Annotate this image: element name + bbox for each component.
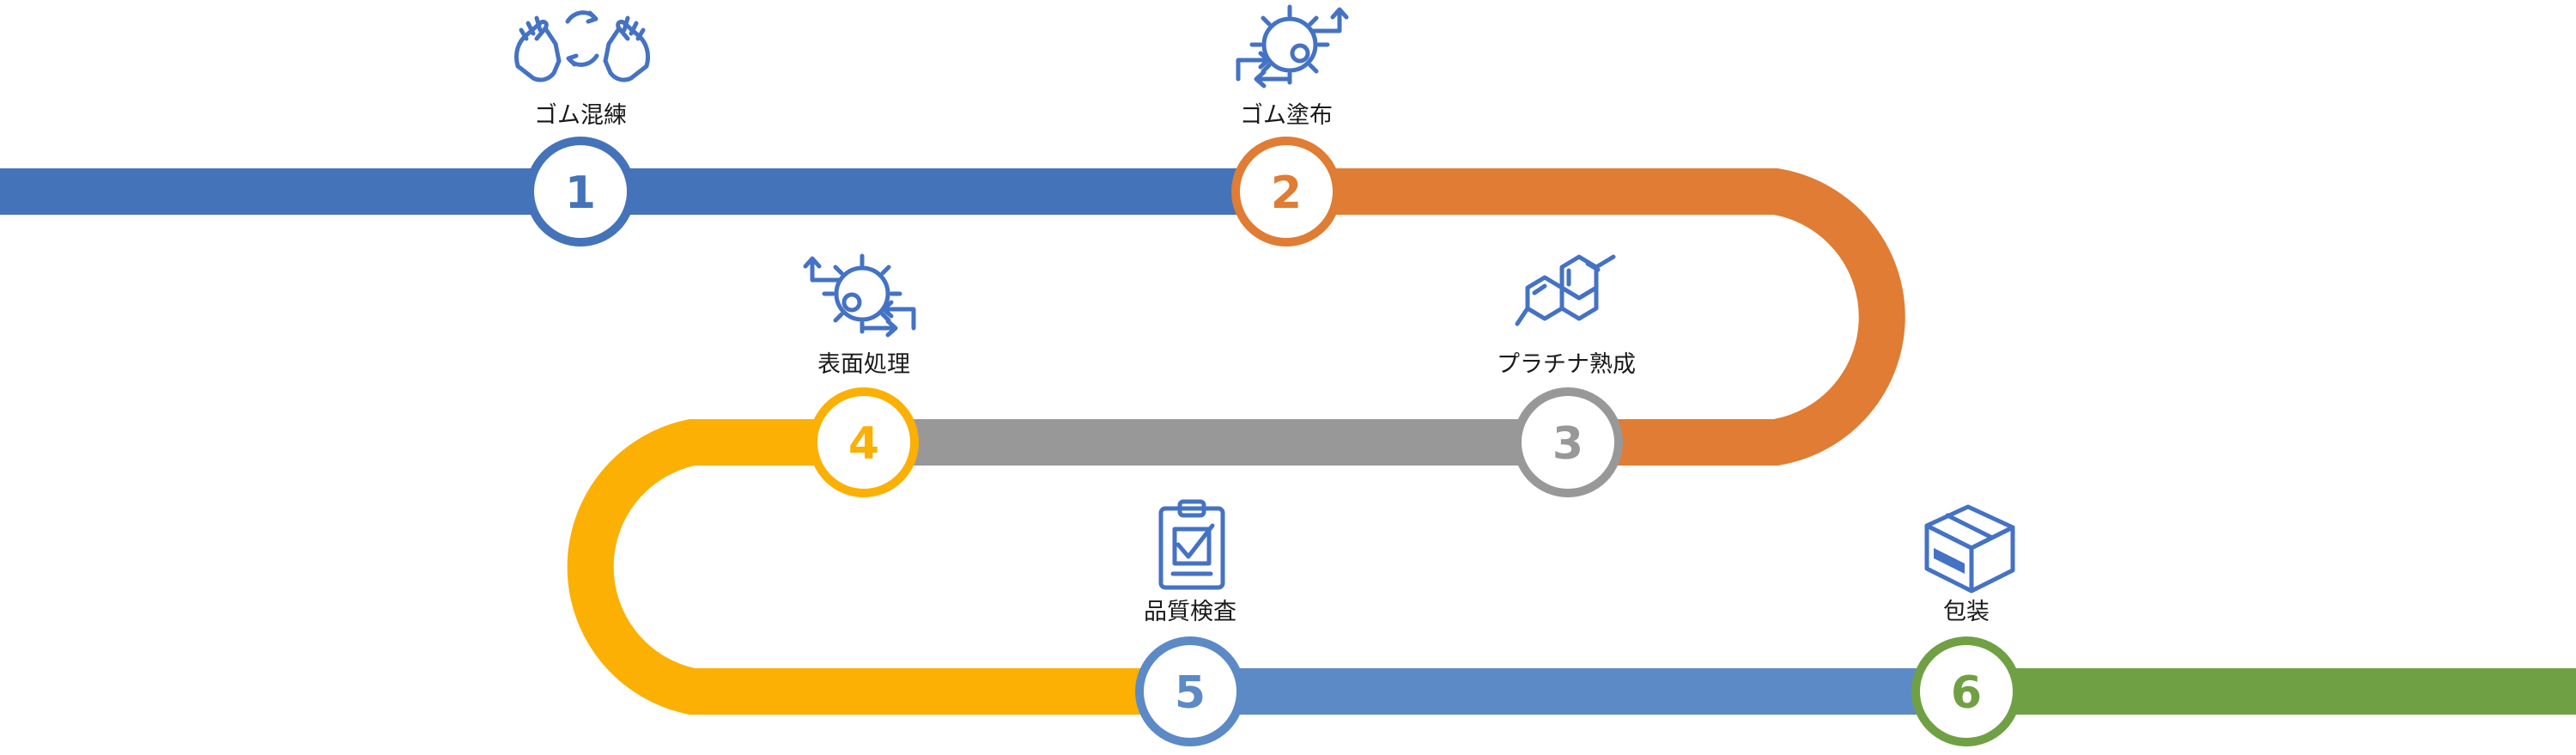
step-label-4: 表面処理	[817, 351, 910, 378]
step-number: 4	[848, 418, 879, 470]
step-label-1: ゴム混練	[534, 102, 627, 129]
package-box-icon	[1924, 504, 2015, 594]
step-number: 3	[1552, 418, 1583, 470]
step-label-5: 品質検査	[1144, 599, 1236, 625]
gear-arrows-icon	[803, 253, 916, 338]
step-node-2: 2	[1231, 137, 1341, 247]
step-node-4: 4	[809, 387, 919, 497]
step-label-3: プラチナ熟成	[1497, 351, 1636, 378]
step-number: 5	[1175, 667, 1206, 719]
hands-exchange-icon	[513, 10, 651, 82]
track-segment-orange	[1286, 168, 1905, 466]
clipboard-check-icon	[1158, 499, 1225, 590]
step-node-5: 5	[1135, 636, 1245, 746]
step-node-1: 1	[526, 137, 635, 247]
track-segment-yellow	[567, 419, 1190, 715]
step-number: 6	[1951, 667, 1982, 719]
step-number: 2	[1271, 167, 1302, 219]
step-label-6: 包装	[1943, 599, 1990, 625]
gear-arrows-icon	[1236, 4, 1349, 88]
molecule-icon	[1515, 254, 1616, 326]
step-node-6: 6	[1911, 636, 2021, 746]
step-number: 1	[565, 167, 596, 219]
step-label-2: ゴム塗布	[1240, 102, 1333, 129]
step-node-3: 3	[1513, 387, 1623, 497]
